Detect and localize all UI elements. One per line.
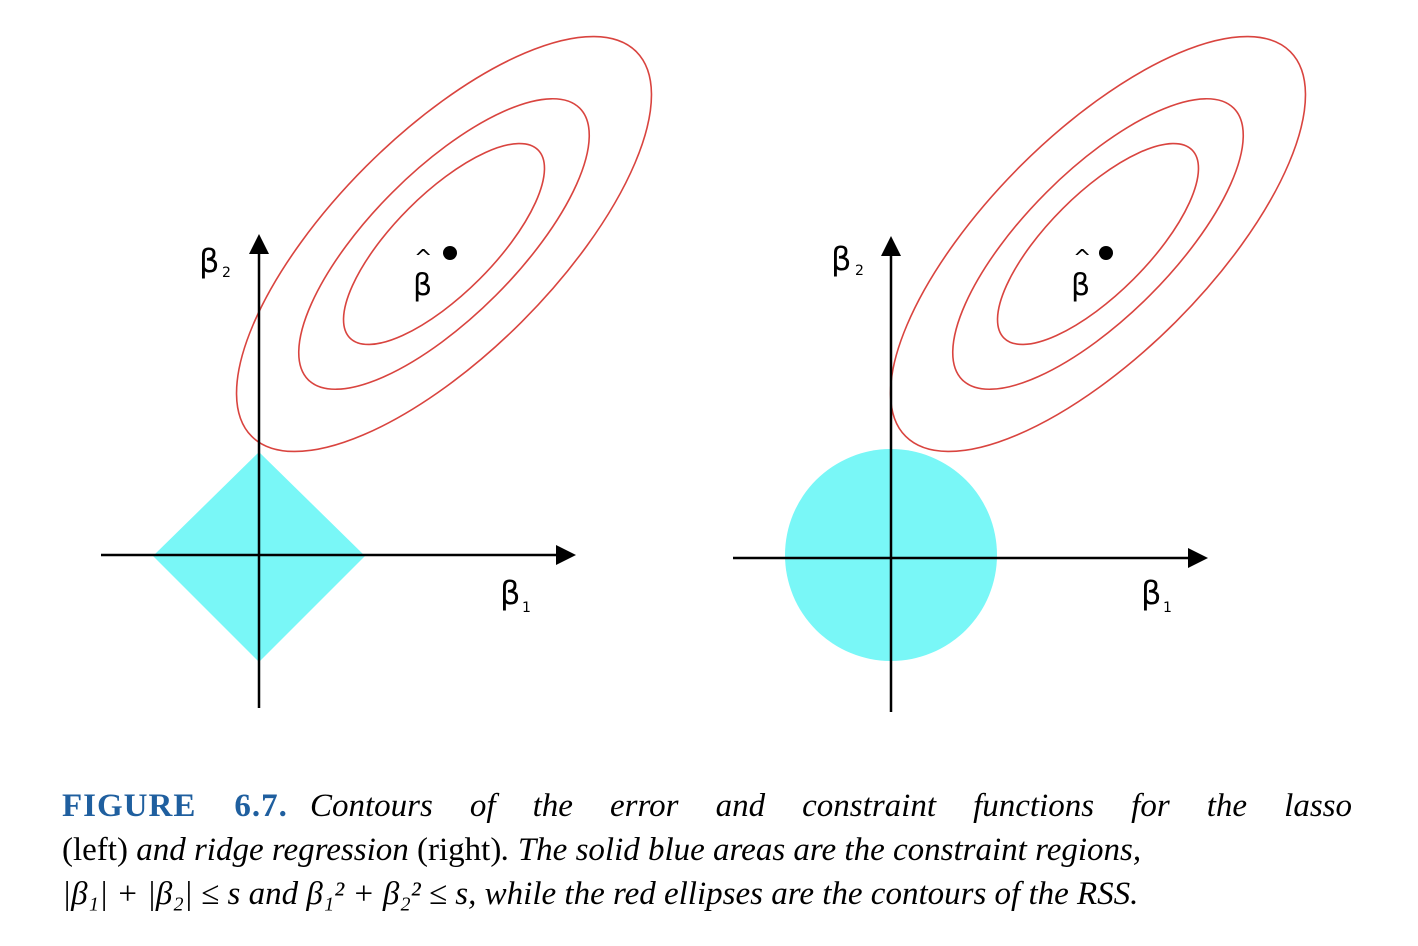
lasso-contour-middle	[297, 97, 591, 391]
lasso-estimate-point	[443, 246, 457, 260]
ridge-y-axis-subscript: 2	[855, 263, 864, 279]
lasso-rss-contours	[235, 35, 653, 453]
lasso-y-axis-label: β	[199, 242, 219, 280]
ridge-estimate-point	[1099, 246, 1113, 260]
caption-left: (left)	[62, 832, 128, 868]
lasso-y-axis-subscript: 2	[222, 265, 231, 281]
ridge-constraint-formula: β₁² + β₂² ≤ s	[306, 876, 469, 912]
caption-line-3: |β₁| + |β₂| ≤ s and β₁² + β₂² ≤ s, while…	[62, 872, 1352, 916]
ridge-rss-contours	[889, 35, 1307, 453]
lasso-estimate-hat: ^	[414, 246, 432, 271]
ridge-x-axis-subscript: 1	[1163, 600, 1172, 616]
lasso-x-axis-label: β	[500, 574, 520, 612]
ridge-estimate-label: β	[1071, 268, 1090, 303]
caption-line-2: (left) and ridge regression (right). The…	[62, 828, 1352, 872]
caption-and: and	[240, 876, 307, 912]
caption-text-2b: . The solid blue areas are the constrain…	[501, 832, 1142, 868]
caption-text-3: , while the red ellipses are the contour…	[468, 876, 1139, 912]
caption-right: (right)	[417, 832, 502, 868]
ridge-contour-middle	[951, 97, 1245, 391]
ridge-contour-inner	[996, 142, 1200, 346]
lasso-contour-inner	[342, 142, 546, 346]
ridge-y-axis-label: β	[831, 240, 851, 278]
lasso-panel: β 2 β 1 ^ β	[101, 35, 653, 708]
ridge-estimate-hat: ^	[1073, 246, 1091, 271]
figure-label: FIGURE 6.7.	[62, 788, 288, 824]
ridge-x-axis-label: β	[1141, 574, 1161, 612]
caption-text-1: Contours of the error and constraint fun…	[309, 788, 1353, 824]
lasso-x-axis-subscript: 1	[522, 600, 531, 616]
lasso-constraint-formula: |β₁| + |β₂| ≤ s	[62, 876, 241, 912]
caption-line-1: FIGURE 6.7. Contours of the error and con…	[62, 784, 1352, 828]
figure-caption: FIGURE 6.7. Contours of the error and con…	[62, 784, 1352, 916]
figure-plots: β 2 β 1 ^ β β 2 β 1 ^ β	[101, 35, 1307, 712]
caption-text-2a: and ridge regression	[127, 832, 417, 868]
ridge-panel: β 2 β 1 ^ β	[733, 35, 1307, 712]
lasso-estimate-label: β	[413, 268, 432, 303]
ridge-contour-outer	[889, 35, 1307, 453]
lasso-contour-outer	[235, 35, 653, 453]
